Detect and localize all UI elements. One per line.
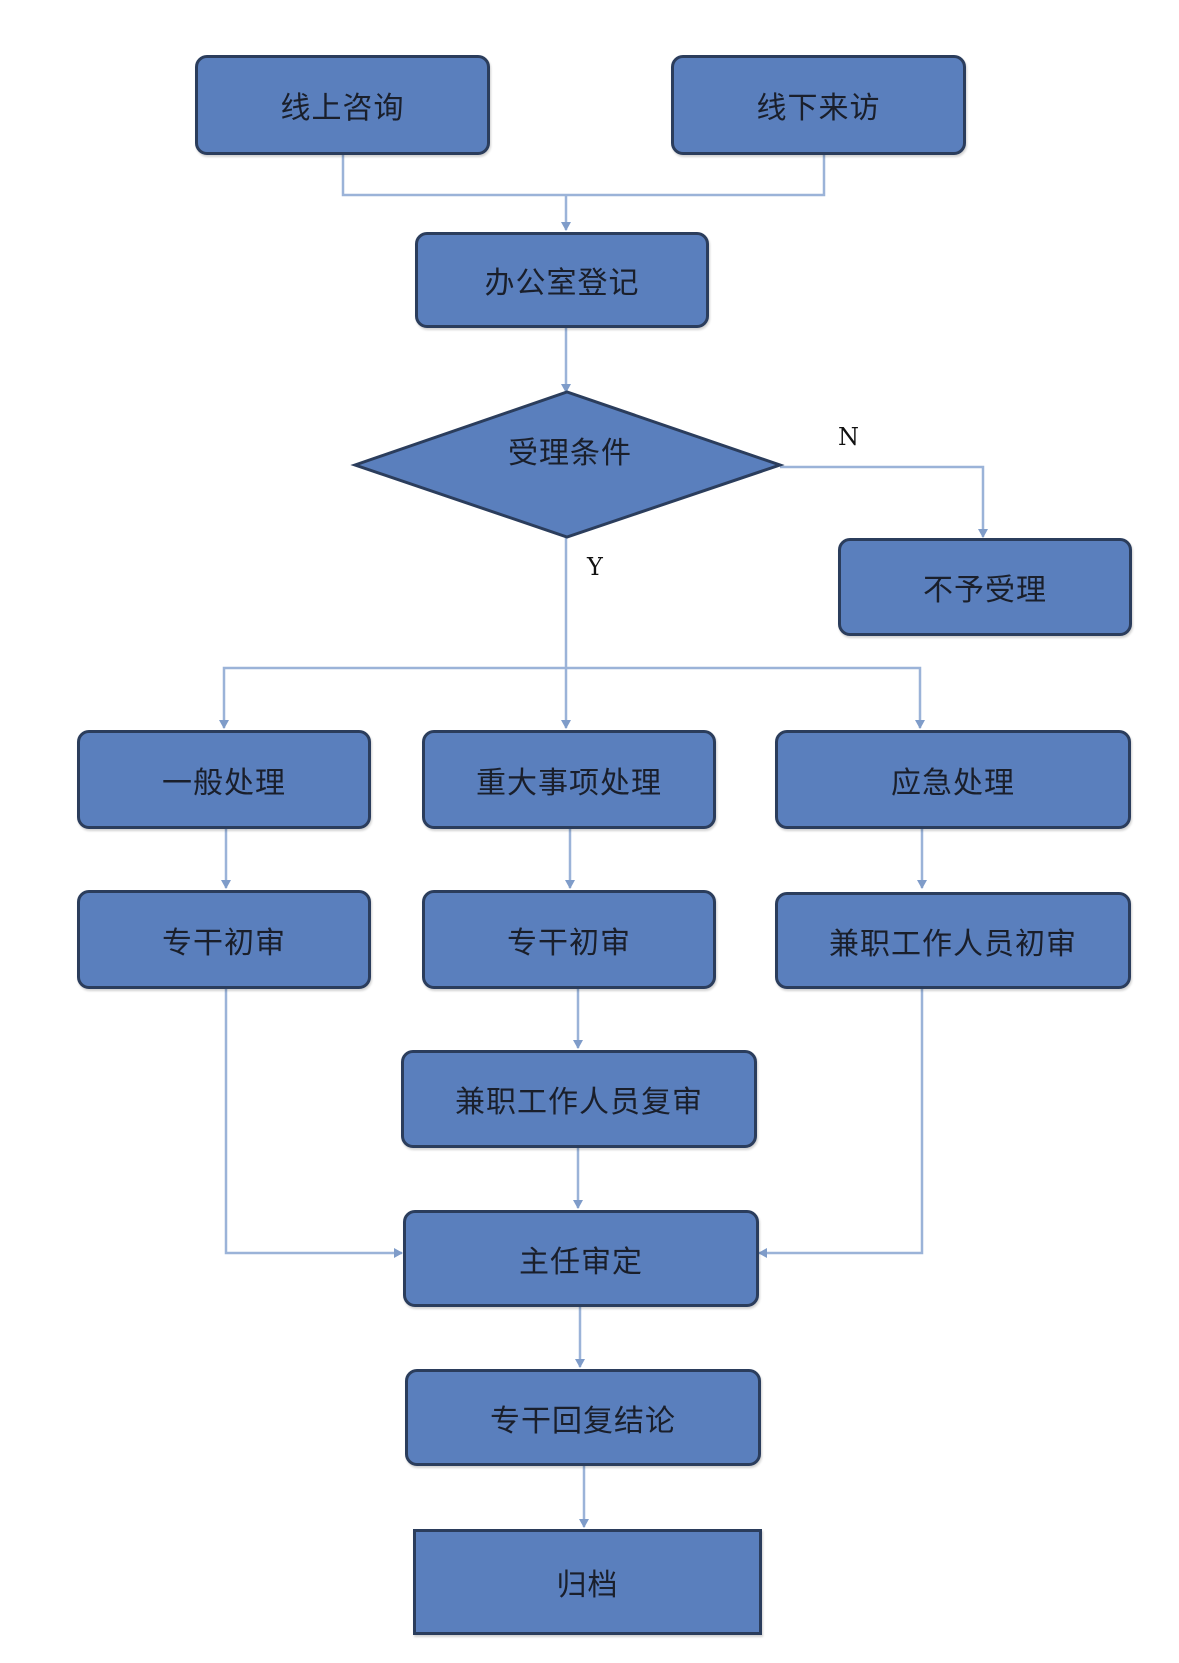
archive-box: 归档: [413, 1529, 762, 1635]
offline-visit-label: 线下来访: [756, 91, 881, 126]
general-handling-label: 一般处理: [162, 765, 286, 801]
parttime-preliminary-review-label: 兼职工作人员初审: [829, 926, 1077, 962]
major-handling-box: 重大事项处理: [422, 730, 716, 829]
parttime-re-review-box: 兼职工作人员复审: [401, 1050, 757, 1148]
connector-split-right: [566, 666, 925, 729]
parttime-preliminary-review-box: 兼职工作人员初审: [775, 892, 1131, 989]
online-consult-box: 线上咨询: [195, 55, 490, 155]
not-accepted-label: 不予受理: [923, 573, 1047, 608]
emergency-handling-box: 应急处理: [775, 730, 1131, 829]
offline-visit-box: 线下来访: [671, 55, 966, 155]
office-register-box: 办公室登记: [415, 232, 709, 328]
not-accepted-box: 不予受理: [838, 538, 1132, 636]
connector-offline-to-merge: [566, 155, 826, 197]
connector-split-left: [219, 666, 566, 729]
emergency-handling-label: 应急处理: [891, 765, 1015, 801]
office-register-label: 办公室登记: [484, 266, 640, 301]
connector-condition-no: [780, 465, 988, 538]
parttime-re-review-label: 兼职工作人员复审: [455, 1085, 703, 1120]
director-approval-label: 主任审定: [519, 1244, 643, 1280]
connector-online-to-merge: [341, 155, 566, 197]
decision-diamond: [350, 390, 785, 539]
preliminary-review-general-label: 专干初审: [162, 925, 286, 961]
yes-branch-label: Y: [587, 553, 603, 581]
preliminary-review-major-box: 专干初审: [422, 890, 716, 989]
general-handling-box: 一般处理: [77, 730, 371, 829]
reply-conclusion-box: 专干回复结论: [405, 1369, 761, 1466]
connector-general-review-to-director: [224, 989, 403, 1258]
major-handling-label: 重大事项处理: [476, 765, 662, 801]
online-consult-label: 线上咨询: [280, 91, 405, 126]
preliminary-review-general-box: 专干初审: [77, 890, 371, 989]
archive-label: 归档: [556, 1568, 619, 1603]
connector-emergency-review-to-director: [758, 989, 924, 1258]
director-approval-box: 主任审定: [403, 1210, 759, 1307]
reply-conclusion-label: 专干回复结论: [490, 1403, 676, 1439]
no-branch-label: N: [838, 423, 859, 451]
preliminary-review-major-label: 专干初审: [507, 925, 631, 961]
acceptance-condition-label: 受理条件: [508, 436, 632, 471]
